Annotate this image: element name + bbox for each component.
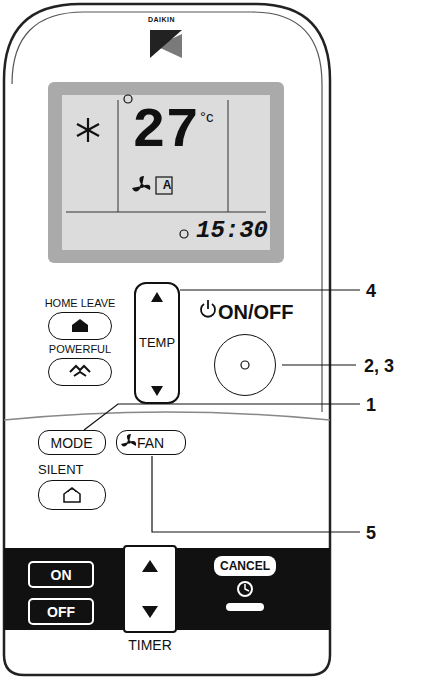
- lcd-frame: [48, 82, 284, 263]
- button-label: SILENT: [38, 463, 84, 476]
- lcd-divider: [228, 100, 229, 212]
- logo-mark: [156, 34, 182, 58]
- lcd-divider: [118, 100, 119, 212]
- temp-button: TEMP: [134, 282, 180, 404]
- cancel-button: [226, 603, 264, 611]
- leader-line: [84, 404, 360, 430]
- lcd-display: 27°cA 15:30: [62, 95, 270, 250]
- callout-number: 1: [364, 396, 378, 414]
- home-leave-icon: [72, 319, 88, 332]
- button-label: HOME LEAVE: [32, 298, 128, 309]
- lcd-screen: [62, 95, 270, 250]
- silent-icon: [68, 489, 76, 492]
- button-label: 15:30: [196, 219, 268, 243]
- temp-up-arrow: [151, 292, 163, 302]
- brand-logo-text: DAIKIN: [146, 16, 177, 23]
- lcd-divider: [66, 212, 266, 213]
- signal-icon: [124, 95, 132, 103]
- fan-button-icon: [121, 434, 136, 447]
- leader-line: [282, 364, 356, 365]
- button-shape: [48, 312, 112, 340]
- powerful-button: POWERFUL: [32, 342, 128, 388]
- fan-button: FAN: [116, 430, 186, 455]
- button-shape: [48, 358, 112, 386]
- timer-on-button: ON: [28, 561, 94, 588]
- leader-line: [180, 289, 360, 290]
- button-label: °c: [200, 109, 214, 124]
- button-label: MODE: [39, 436, 104, 450]
- timer-clock-icon: [238, 582, 252, 596]
- button-label: ON/OFF: [218, 302, 294, 322]
- timer-rocker: [124, 546, 176, 632]
- temp-down-arrow: [151, 386, 163, 396]
- button-label: CANCEL: [212, 560, 278, 572]
- fan-icon: [132, 176, 150, 192]
- cool-mode-icon: [77, 118, 99, 142]
- button-label: OFF: [30, 605, 92, 619]
- mode-button: MODE: [38, 430, 106, 455]
- panel-seam: [4, 412, 330, 420]
- powerful-icon: [70, 366, 90, 376]
- leader-line: [152, 456, 360, 532]
- callout-number: 2, 3: [362, 357, 396, 375]
- button-label: A: [159, 179, 175, 191]
- clock-icon: [180, 230, 188, 238]
- body-inner-edge: [12, 12, 322, 412]
- silent-icon: [64, 488, 80, 502]
- power-symbol: [207, 300, 209, 309]
- button-label: POWERFUL: [32, 344, 128, 355]
- timer-rocker: TIMER: [116, 546, 184, 658]
- power-button-dot: [241, 361, 249, 369]
- button-label: FAN: [137, 436, 183, 450]
- button-label: TEMP: [136, 336, 178, 349]
- callout-number: 5: [364, 524, 378, 542]
- logo-mark: [150, 30, 182, 58]
- remote-body: [4, 4, 330, 675]
- button-shape: [38, 480, 106, 510]
- button-label: ON: [30, 568, 92, 582]
- callout-number: 4: [364, 282, 378, 300]
- timer-up-arrow: [142, 560, 158, 572]
- button-label: TIMER: [116, 638, 184, 652]
- timer-down-arrow: [142, 606, 158, 618]
- timer-clock-icon: [245, 584, 249, 591]
- silent-button: SILENT: [34, 460, 110, 512]
- home-leave-button: HOME LEAVE: [32, 296, 128, 342]
- timer-off-button: OFF: [28, 598, 94, 625]
- on-off-button: ON/OFF: [196, 298, 308, 398]
- cancel-button: CANCEL: [212, 556, 278, 578]
- button-label: 27: [132, 103, 199, 159]
- button-shape: [214, 334, 276, 396]
